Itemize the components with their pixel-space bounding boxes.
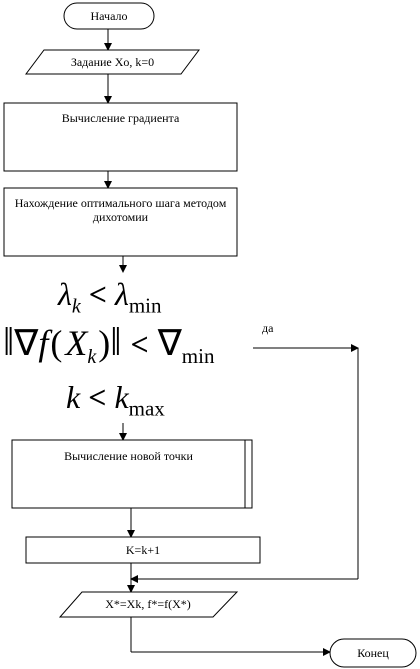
yes-label: да — [262, 321, 274, 335]
end-label: Конец — [357, 646, 389, 660]
condition-gradient-norm: ‖∇f(Xk)‖ < ∇min — [3, 322, 214, 377]
input-label: Задание Xo, k=0 — [70, 55, 155, 69]
start-terminator — [63, 2, 155, 30]
step-process — [3, 187, 238, 257]
k-rhs-sub: max — [128, 396, 165, 421]
newpoint-label: Вычисление новой точки — [64, 449, 193, 463]
grad-rhs: ∇ — [157, 323, 182, 363]
lambda-op: < — [88, 276, 107, 312]
grad-f: f — [38, 323, 49, 363]
grad-op: < — [130, 326, 149, 362]
lambda-sub: k — [71, 295, 81, 318]
grad-nabla: ∇ — [14, 323, 39, 363]
lambda-rhs: λ — [114, 276, 129, 312]
increment-process — [25, 536, 261, 564]
increment-label: K=k+1 — [125, 543, 161, 557]
k-var: k — [66, 379, 81, 415]
grad-close-paren: ) — [98, 323, 111, 363]
input-parallelogram — [25, 49, 200, 75]
grad-x: X — [65, 323, 88, 363]
step-label: Нахождение оптимального шага методом дих… — [14, 196, 227, 224]
k-op: < — [88, 379, 107, 415]
norm-open: ‖ — [3, 319, 15, 364]
grad-open-paren: ( — [50, 323, 63, 363]
lambda-rhs-sub: min — [128, 293, 162, 318]
grad-x-sub: k — [87, 346, 97, 369]
start-label: Начало — [90, 9, 128, 23]
output-label: X*=Xk, f*=f(X*) — [105, 597, 191, 611]
gradient-label: Вычисление градиента — [61, 111, 180, 125]
output-parallelogram — [58, 591, 239, 618]
gradient-process — [3, 102, 238, 172]
condition-lambda: λk < λmin — [58, 277, 162, 323]
k-rhs: k — [114, 379, 129, 415]
newpoint-process — [11, 439, 253, 509]
norm-close: ‖ — [110, 319, 122, 364]
lambda-var: λ — [58, 276, 72, 312]
grad-rhs-sub: min — [181, 344, 215, 369]
end-terminator — [329, 638, 417, 668]
condition-k: k < kmax — [66, 380, 165, 425]
